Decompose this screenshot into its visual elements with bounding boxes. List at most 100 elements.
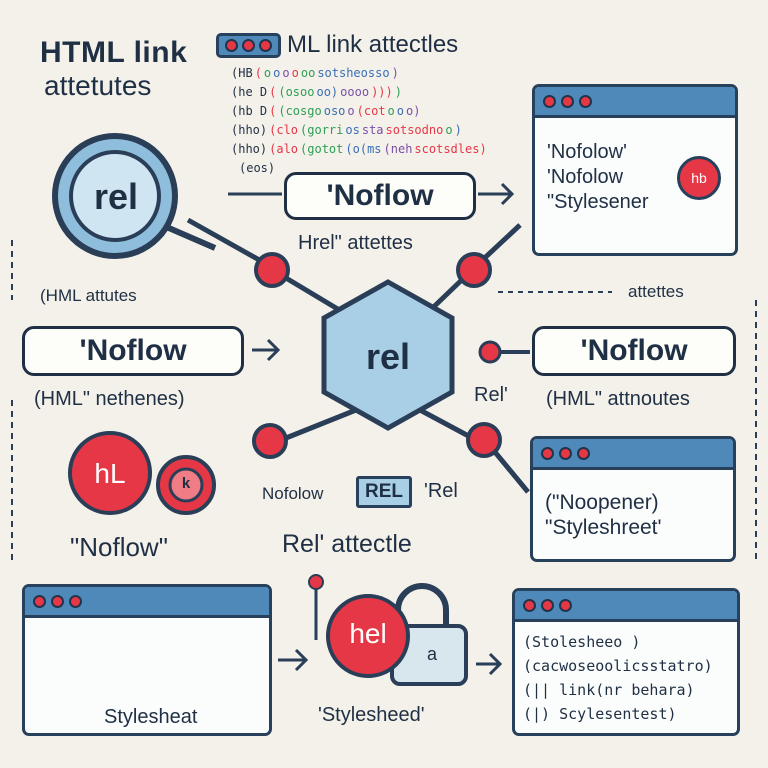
lock-small-label: a bbox=[426, 644, 437, 664]
code-token: (cot bbox=[356, 104, 386, 118]
nofolow-label: Nofolow bbox=[262, 484, 324, 503]
node-ball bbox=[308, 574, 324, 590]
top-right-window: 'Nofolow' 'Nofolow "Stylesener hb bbox=[532, 84, 738, 256]
magnifier-inner bbox=[69, 150, 161, 242]
code-token: (HB bbox=[231, 66, 253, 80]
code-token: (eos) bbox=[239, 161, 276, 175]
window-badge: hb bbox=[677, 156, 721, 200]
window-line-3: (|| link(nr behara) bbox=[523, 681, 695, 699]
right-attettes-label: attettes bbox=[628, 282, 684, 301]
html-circle-label: hL bbox=[94, 458, 126, 489]
code-token: (cosgo bbox=[278, 104, 322, 118]
connector-line bbox=[418, 407, 478, 443]
magnifier-label: rel bbox=[93, 176, 139, 217]
code-token: o bbox=[445, 123, 453, 137]
window-controls bbox=[216, 32, 281, 58]
code-token: ( bbox=[269, 85, 277, 99]
node-ball bbox=[456, 252, 492, 288]
code-token: (hb D bbox=[231, 104, 268, 118]
page-subtitle: attetutes bbox=[44, 70, 152, 101]
code-token: oooo bbox=[340, 85, 370, 99]
hex-label: rel bbox=[365, 336, 411, 377]
k-circle-label: k bbox=[181, 475, 191, 492]
arrow-right-icon bbox=[476, 652, 503, 676]
code-token: ) bbox=[454, 123, 462, 137]
window-line-2: "Styleshreet' bbox=[545, 516, 662, 539]
node-ball bbox=[478, 340, 502, 364]
code-token: (he D bbox=[231, 85, 268, 99]
arrow-right-icon bbox=[252, 338, 281, 362]
bottom-left-window bbox=[22, 584, 272, 736]
code-window-title: ML link attectles bbox=[287, 31, 459, 58]
bottom-right-window: (Stolesheeo ) (cacwoseoolicsstatro) (|| … bbox=[512, 588, 740, 736]
code-token: o bbox=[347, 104, 355, 118]
node-ball bbox=[252, 423, 288, 459]
noflow-quote-label: "Noflow" bbox=[70, 532, 168, 562]
window-line-1: ("Noopener) bbox=[545, 491, 659, 514]
code-token: (clo bbox=[269, 123, 299, 137]
right-attnoutes-label: (HML" attnoutes bbox=[546, 388, 690, 410]
code-token: o bbox=[387, 104, 395, 118]
left-attutes-label: (HML attutes bbox=[40, 286, 137, 305]
code-token: (alo bbox=[269, 142, 299, 156]
rel-attectle-label: Rel' attectle bbox=[282, 530, 412, 558]
window-line-2: 'Nofolow bbox=[547, 166, 624, 188]
code-token: ( bbox=[269, 104, 277, 118]
code-token: oo) bbox=[316, 85, 339, 99]
arrow-right-icon bbox=[478, 182, 515, 206]
node-ball bbox=[254, 252, 290, 288]
code-token: (osoo bbox=[278, 85, 315, 99]
code-token: sotsodno bbox=[385, 123, 444, 137]
window-line-1: 'Nofolow' bbox=[547, 141, 627, 163]
code-token: oo bbox=[300, 66, 316, 80]
window-line-1: (Stolesheeo ) bbox=[523, 633, 641, 651]
mid-right-window: ("Noopener) "Styleshreet' bbox=[530, 436, 736, 562]
window-titlebar bbox=[535, 87, 735, 118]
node-ball bbox=[466, 422, 502, 458]
code-token: (gotot bbox=[300, 142, 344, 156]
html-circle bbox=[68, 431, 152, 515]
lock-circle-label: hel bbox=[349, 618, 387, 649]
center-hexagon bbox=[321, 279, 455, 431]
arrow-right-icon bbox=[278, 648, 309, 672]
code-window-header: ML link attectles bbox=[216, 30, 516, 60]
code-line: (eos) bbox=[230, 159, 520, 178]
stylesheat-label: Stylesheat bbox=[104, 706, 198, 728]
stylesheed-label: 'Stylesheed' bbox=[318, 704, 425, 726]
code-token: os bbox=[345, 123, 360, 137]
rel-box: REL bbox=[356, 476, 412, 508]
page-title: HTML link bbox=[40, 36, 188, 69]
code-token: ) bbox=[391, 66, 399, 80]
window-titlebar bbox=[25, 587, 269, 618]
window-line-2: (cacwoseoolicsstatro) bbox=[523, 657, 713, 675]
left-noflow-pill: 'Noflow bbox=[22, 326, 244, 376]
under-top-pill-label: Hrel" attettes bbox=[298, 232, 413, 254]
code-token: o bbox=[273, 66, 281, 80]
code-token: (hho) bbox=[231, 123, 268, 137]
rel-right-label: 'Rel bbox=[424, 480, 458, 502]
code-token: (o(ms bbox=[345, 142, 382, 156]
code-token: sta bbox=[361, 123, 384, 137]
connector-line bbox=[275, 407, 357, 445]
window-titlebar bbox=[515, 591, 737, 622]
window-line-4: (|) Scylesentest) bbox=[523, 705, 677, 723]
code-token: oso bbox=[323, 104, 346, 118]
code-token: ))) bbox=[371, 85, 393, 99]
code-token: scotsdles) bbox=[414, 142, 487, 156]
code-token: o bbox=[263, 66, 272, 80]
connector-line bbox=[186, 217, 272, 269]
code-token: o) bbox=[406, 104, 421, 118]
lock-circle bbox=[326, 594, 410, 678]
right-noflow-pill: 'Noflow bbox=[532, 326, 736, 376]
code-token: (hho) bbox=[231, 142, 268, 156]
code-token: (gorri bbox=[300, 123, 344, 137]
code-token: ) bbox=[394, 85, 402, 99]
code-token: ( bbox=[254, 66, 262, 80]
window-titlebar bbox=[533, 439, 733, 470]
